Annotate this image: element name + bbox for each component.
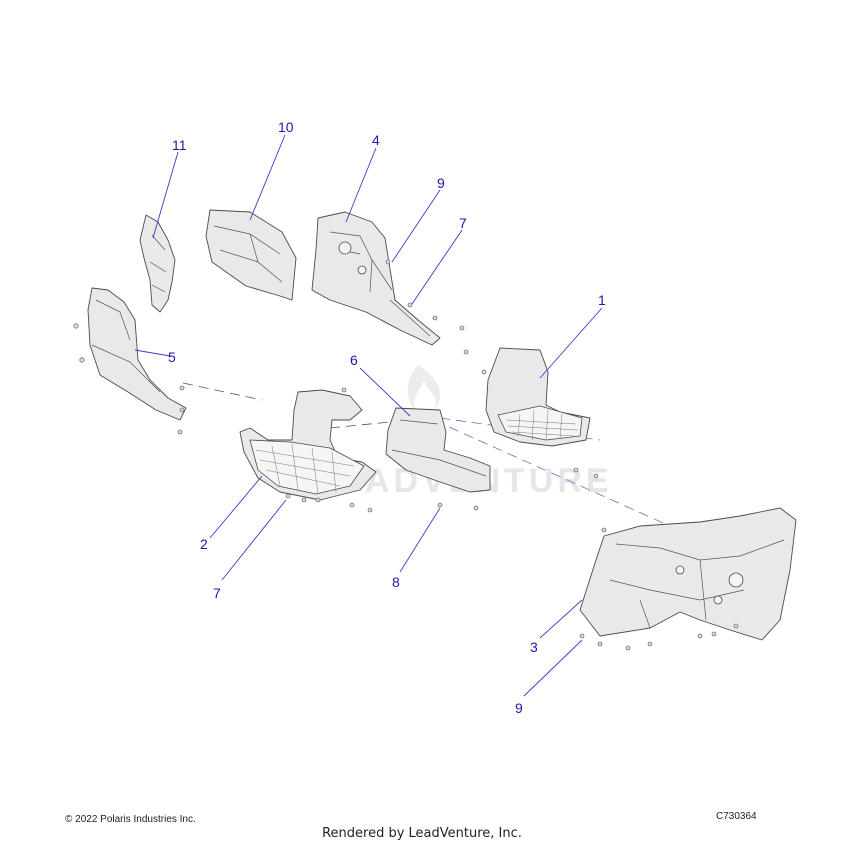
diagram-code: C730364: [716, 811, 757, 822]
callout-5: 5: [168, 349, 176, 365]
leader-lines: [134, 134, 603, 697]
callout-7-bottom: 7: [213, 585, 221, 601]
callout-3: 3: [530, 639, 538, 655]
part-2-floor-left: [239, 389, 377, 501]
callout-9-top: 9: [437, 175, 445, 191]
callout-9-bottom: 9: [515, 700, 523, 716]
copyright-text: © 2022 Polaris Industries Inc.: [65, 814, 196, 825]
callout-6: 6: [350, 352, 358, 368]
callout-11: 11: [172, 137, 187, 153]
callout-2: 2: [200, 536, 208, 552]
part-4-side-panel: [311, 211, 441, 346]
callouts: 11 10 4 9 7 1 5 6 2 7 8 3 9: [168, 119, 606, 716]
callout-4: 4: [372, 132, 380, 148]
callout-1: 1: [598, 292, 606, 308]
callout-8: 8: [392, 574, 400, 590]
part-11-bracket: [139, 214, 176, 313]
fasteners: [73, 259, 739, 651]
part-6-center-tunnel: [385, 407, 491, 493]
rendered-by-text: Rendered by LeadVenture, Inc.: [322, 826, 522, 841]
part-5-left-panel: [87, 287, 187, 421]
part-1-floor-right: [485, 347, 591, 447]
part-3-rear-bulkhead: [579, 507, 797, 641]
callout-7-top: 7: [459, 215, 467, 231]
callout-10: 10: [278, 119, 294, 135]
part-10-panel: [205, 209, 297, 301]
